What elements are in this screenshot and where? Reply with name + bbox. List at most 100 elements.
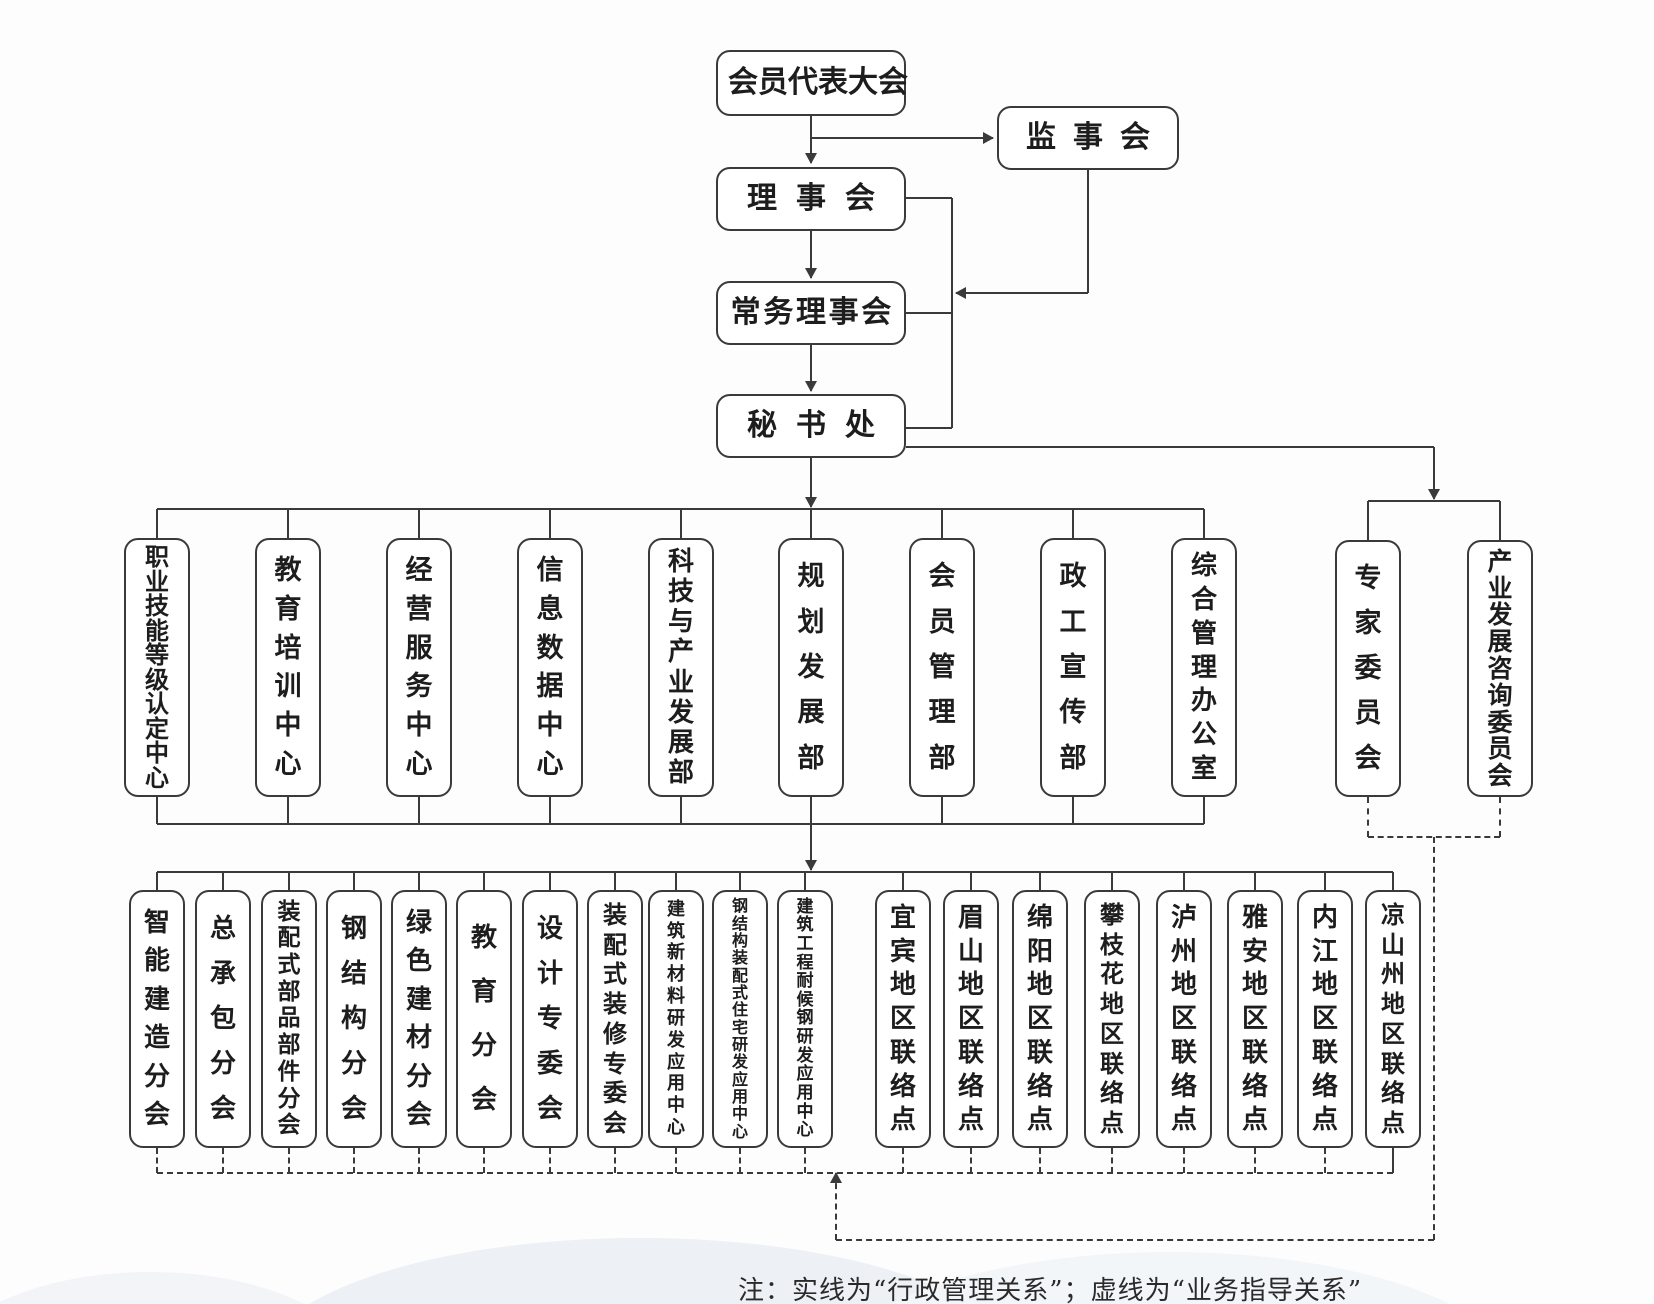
node-label-char: 规: [797, 561, 825, 593]
node-prefab-decoration-committee: 装配式装修专委会: [587, 890, 643, 1148]
node-label-char: 钢: [731, 896, 748, 916]
node-label-char: 委: [536, 1049, 563, 1079]
node-label-char: 区: [1311, 1004, 1338, 1034]
dashed-connector: [549, 1148, 551, 1173]
node-label-char: 服: [405, 632, 433, 664]
node-label-char: 材: [667, 964, 685, 986]
node-label-char: 大: [848, 65, 878, 100]
node-label-char: 心: [145, 763, 169, 792]
node-label-char: 中: [536, 710, 564, 742]
node-label-char: 心: [796, 1120, 814, 1141]
node-label-char: 联: [1100, 1049, 1124, 1078]
node-label-char: 咨: [1487, 653, 1513, 683]
node-label-char: 点: [1241, 1105, 1268, 1136]
node-design-committee: 设计专委会: [522, 890, 578, 1148]
solid-connector: [811, 137, 993, 139]
node-label-char: 发: [797, 651, 825, 683]
node-label-char: 事: [1073, 120, 1103, 155]
dashed-connector: [835, 1173, 837, 1240]
node-label-char: 传: [1059, 697, 1087, 729]
node-label-char: 委: [1487, 707, 1513, 737]
dashed-connector: [156, 1148, 158, 1173]
node-label-char: 装: [277, 898, 301, 925]
node-label-char: 建: [667, 898, 685, 920]
node-label-char: 点: [1100, 1109, 1124, 1138]
solid-connector: [1203, 509, 1205, 538]
node-label-char: 研: [731, 1034, 748, 1054]
node-prefab-parts-components-branch: 装配式部品部件分会: [261, 890, 317, 1148]
solid-connector: [1039, 872, 1041, 890]
node-label-char: 络: [1311, 1071, 1338, 1102]
node-label-char: 委: [603, 1079, 627, 1108]
dashed-connector: [353, 1148, 355, 1173]
node-label-char: 联: [957, 1037, 984, 1068]
dashed-connector: [1433, 837, 1435, 1240]
node-label-char: 育: [274, 593, 302, 625]
node-label-char: 地: [1381, 990, 1405, 1019]
node-label-char: 会: [405, 1100, 432, 1131]
node-label-char: 信: [536, 554, 564, 586]
node-label-char: 配: [603, 930, 627, 959]
node-label-char: 区: [1026, 1004, 1053, 1034]
node-label-char: 定: [145, 714, 169, 743]
node-label-char: 绿: [405, 907, 432, 938]
arrowhead-r: [983, 132, 994, 144]
node-label-char: 据: [536, 671, 564, 703]
node-label-char: 综: [1190, 550, 1217, 581]
solid-connector: [483, 872, 485, 890]
node-label-char: 专: [603, 1049, 627, 1078]
node-label-char: 部: [928, 742, 956, 774]
node-label-char: 教: [274, 554, 302, 586]
node-label-char: 安: [1241, 936, 1268, 967]
solid-connector: [156, 872, 158, 890]
solid-connector: [418, 797, 420, 824]
node-label-char: 中: [405, 710, 433, 742]
node-label-char: 州: [1170, 936, 1197, 967]
node-label-char: 业: [1487, 573, 1513, 603]
node-label-char: 科: [667, 547, 694, 578]
node-label-char: 部: [667, 757, 694, 788]
node-education-training-center: 教育培训中心: [255, 538, 321, 797]
node-label-char: 候: [796, 989, 814, 1010]
node-label-char: 新: [667, 942, 685, 964]
solid-connector: [1368, 500, 1500, 502]
node-label-char: 区: [957, 1004, 984, 1034]
node-label-char: 专: [1354, 563, 1382, 594]
node-label-char: 员: [1354, 698, 1382, 729]
solid-connector: [941, 509, 943, 538]
node-industry-development-advisory-committee: 产业发展咨询委员会: [1467, 540, 1533, 797]
node-label-char: 业: [667, 667, 694, 698]
node-label-char: 包: [209, 1004, 236, 1034]
node-label-char: 地: [889, 970, 916, 1001]
node-label-char: 会: [845, 181, 875, 216]
solid-connector: [1392, 872, 1394, 890]
node-label-char: 事: [828, 295, 859, 330]
node-label-char: 能: [143, 946, 170, 977]
node-label-char: 会: [536, 1094, 563, 1124]
node-label-char: 分: [340, 1049, 367, 1079]
node-label-char: 政: [1059, 561, 1087, 593]
node-label-char: 联: [1381, 1049, 1405, 1078]
dashed-connector: [675, 1148, 677, 1173]
node-label-char: 分: [277, 1085, 301, 1112]
node-label-char: 区: [1100, 1019, 1124, 1048]
node-smart-construction-branch: 智能建造分会: [129, 890, 185, 1148]
node-yibin-liaison: 宜宾地区联络点: [875, 890, 931, 1148]
node-label-char: 地: [1100, 990, 1124, 1019]
arrowhead-l: [955, 287, 966, 299]
solid-connector: [906, 312, 952, 314]
solid-connector: [288, 872, 290, 890]
node-label-char: 发: [796, 1045, 814, 1066]
node-label-char: 产: [667, 637, 694, 668]
arrowhead-d: [1428, 489, 1440, 500]
node-label-char: 务: [405, 671, 433, 703]
node-label-char: 联: [1170, 1037, 1197, 1068]
node-label-char: 研: [667, 1007, 685, 1029]
solid-connector: [614, 872, 616, 890]
node-label-char: 应: [731, 1069, 748, 1089]
node-label-char: 联: [1241, 1037, 1268, 1068]
node-label-char: 心: [667, 1117, 685, 1139]
node-label-char: 点: [957, 1105, 984, 1136]
solid-connector: [157, 871, 1393, 873]
node-label-char: 部: [277, 978, 301, 1005]
